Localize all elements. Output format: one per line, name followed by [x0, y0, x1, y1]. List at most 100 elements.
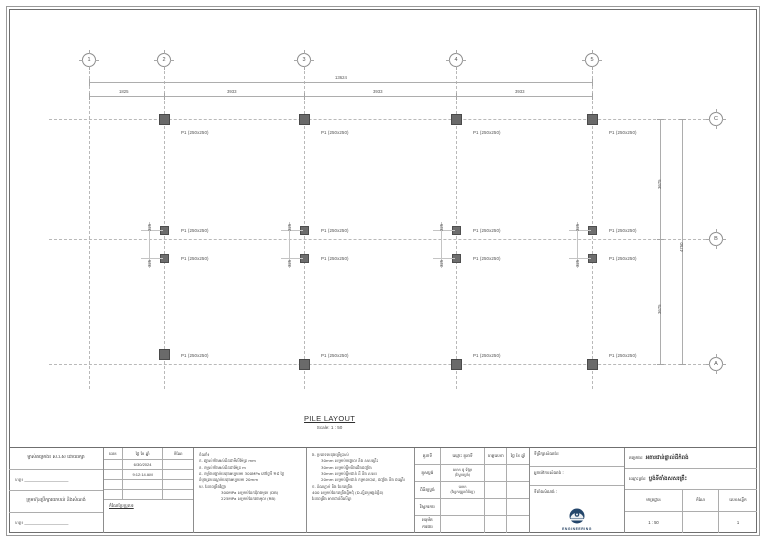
- revision-date: 6/30/2024: [122, 460, 164, 470]
- drawing-title-group: PILE LAYOUT Scale: 1 : 50: [304, 414, 355, 430]
- revision-rev: [163, 470, 193, 480]
- dim-extension: [281, 230, 303, 231]
- revision-row[interactable]: 9:12:14 AM: [104, 470, 193, 480]
- pile-marker[interactable]: [451, 359, 462, 370]
- approval-row[interactable]: វិស្វករការ: [415, 499, 529, 516]
- revision-date: [122, 480, 164, 490]
- title-block: ម្ចាស់គម្រោង៖ ស.រ.ស ដោយរក្សា ហត្ថ៖ _____…: [9, 447, 757, 533]
- dim-extension: [141, 258, 163, 259]
- dim-extension: [141, 230, 163, 231]
- note-item: 400 សម្រាប់ដែកពង្រឹងធ្នឹមជុំ (D-ត្បិតឬអង…: [312, 489, 384, 495]
- approval-signature[interactable]: [485, 465, 508, 481]
- offset-dimension-text: 325: [147, 259, 152, 267]
- revision-rev: [163, 490, 193, 500]
- pile-label: P1 (250x250): [473, 130, 501, 135]
- dim-tick: [304, 93, 305, 100]
- gridline-v-1: [89, 71, 90, 389]
- approval-row[interactable]: អនុម័តការងារ: [415, 516, 529, 533]
- pile-label: P1 (250x250): [181, 353, 209, 358]
- pile-label: P1 (250x250): [181, 256, 209, 261]
- grid-bubble-label: 3: [302, 57, 306, 63]
- revision-header-date: ថ្ងៃ ខែ ឆ្នាំ: [122, 448, 164, 460]
- approval-column: តួនាទី ឈ្មោះ តួនាទី ហត្ថលេខា ថ្ងៃ ខែ ឆ្ន…: [415, 448, 530, 533]
- note-item: ង. ប្រភេទបេតុងប្រើប្រាស់: [312, 452, 349, 457]
- notes-right-column: ង. ប្រភេទបេតុងប្រើប្រាស់ 30mm សម្រាប់បង្…: [307, 448, 415, 533]
- approval-header-name: ឈ្មោះ តួនាទី: [441, 448, 486, 464]
- revision-rev: [163, 460, 193, 470]
- gridline-h-a: [49, 364, 711, 365]
- revision-row[interactable]: [104, 490, 193, 500]
- grid-bubble-b[interactable]: B: [706, 229, 726, 249]
- dim-tick: [657, 119, 664, 120]
- page-title: PILE LAYOUT: [304, 414, 356, 423]
- pile-marker[interactable]: [451, 114, 462, 125]
- approval-name: [441, 499, 486, 515]
- pile-marker[interactable]: [299, 359, 310, 370]
- grid-bubble-3[interactable]: 3: [294, 50, 314, 70]
- bay-dimension-text: 1825: [119, 89, 129, 94]
- pile-label: P1 (250x250): [609, 353, 637, 358]
- grid-bubble-4[interactable]: 4: [446, 50, 466, 70]
- owner-signature-line[interactable]: ហត្ថ៖ ______________________: [9, 470, 103, 491]
- note-item: ច. ដំណភ្ជាប់ និង ដែកពង្រឹង: [312, 483, 353, 489]
- grid-bubble-c[interactable]: C: [706, 109, 726, 129]
- note-item: 20mm សម្រាប់ធ្នឹមជាន់ កម្រាលបាត, ជញ្ជាំង…: [321, 477, 405, 483]
- approval-signature[interactable]: [485, 499, 508, 515]
- pile-marker[interactable]: [159, 349, 170, 360]
- designer-signature-line[interactable]: ហត្ថ៖ ______________________: [15, 520, 69, 526]
- pile-label: P1 (250x250): [473, 256, 501, 261]
- sheet-border-outer: [6, 6, 760, 536]
- approval-date[interactable]: [507, 516, 529, 533]
- revision-no: [104, 480, 123, 490]
- note-item: ឃ. ដែកពង្រឹងវិញ្ញា: [199, 483, 227, 489]
- dim-tick: [592, 93, 593, 100]
- project-key: គម្រោង៖: [629, 454, 643, 460]
- vertical-dimension-text: 3675: [657, 179, 662, 189]
- approval-header-sign: ហត្ថលេខា: [485, 448, 508, 464]
- approval-row[interactable]: គូសប្លង់ លោក ជូ ទីវុត្ថា (វិស្វករប្លង់): [415, 465, 529, 482]
- approval-date[interactable]: [507, 482, 529, 498]
- pile-label: P1 (250x250): [473, 228, 501, 233]
- approval-row[interactable]: ពិនិត្យប្លង់ លោក (វិស្វករត្រួតពិនិត្យ): [415, 482, 529, 499]
- dim-extension: [441, 222, 442, 268]
- pile-marker[interactable]: [299, 114, 310, 125]
- note-item: ក. រង្វាស់ទាំងអស់គិតជាមីលីម៉ែត្រ mm: [199, 458, 256, 464]
- approval-signature[interactable]: [485, 482, 508, 498]
- bay-dimension-text: 3933: [515, 89, 525, 94]
- grid-bubble-5[interactable]: 5: [582, 50, 602, 70]
- approval-signature[interactable]: [485, 516, 508, 533]
- offset-dimension-text: 325: [147, 223, 152, 231]
- grid-bubble-a[interactable]: A: [706, 354, 726, 374]
- revision-date: 9:12:14 AM: [122, 470, 164, 480]
- approval-role: វិស្វករការ: [415, 499, 441, 515]
- sheet-border-inner: [9, 9, 757, 533]
- pile-marker[interactable]: [587, 114, 598, 125]
- grid-bubble-2[interactable]: 2: [154, 50, 174, 70]
- revision-row[interactable]: [104, 480, 193, 490]
- revision-row[interactable]: 6/30/2024: [104, 460, 193, 470]
- approval-name: លោក (វិស្វករត្រួតពិនិត្យ): [441, 482, 486, 498]
- notes-heading: ចំណាំ៖: [199, 452, 210, 457]
- approval-date[interactable]: [507, 465, 529, 481]
- grid-bubble-1[interactable]: 1: [79, 50, 99, 70]
- grid-bubble-label: 2: [162, 57, 166, 63]
- pile-label: P1 (250x250): [321, 353, 349, 358]
- pile-marker[interactable]: [159, 114, 170, 125]
- sheet-info-table: មាត្រដ្ឋាន កំណែ លេខសន្លឹក 1 : 50 1: [625, 490, 757, 533]
- note-item: 225MPa សម្រាប់ដែករាងមូល (RB): [221, 496, 276, 502]
- sheet-info-header-row: មាត្រដ្ឋាន កំណែ លេខសន្លឹក: [625, 490, 757, 512]
- dim-tick: [592, 79, 593, 86]
- approval-date[interactable]: [507, 499, 529, 515]
- approval-name: [441, 516, 486, 533]
- project-column: គម្រោង៖ អគារជាន់ផ្ទាល់ដីកំពង់ ឈ្មោះប្លង់…: [625, 448, 757, 533]
- revision-header: កំណែ: [683, 490, 719, 511]
- grid-bubble-label: 5: [590, 57, 594, 63]
- bay-dimension-text: 3933: [227, 89, 237, 94]
- revision-value: [683, 512, 719, 533]
- note-item: គ. កម្លាំងបង្ហាប់បេតុងអប្បបរមា 300MPa នៅ…: [199, 470, 285, 476]
- note-item: ដំបូងគ្របដណ្តប់បេតុងអប្បបរមា 20mm: [199, 477, 259, 483]
- pile-label: P1 (250x250): [321, 228, 349, 233]
- grid-bubble-label: 4: [454, 57, 458, 63]
- pile-marker[interactable]: [587, 359, 598, 370]
